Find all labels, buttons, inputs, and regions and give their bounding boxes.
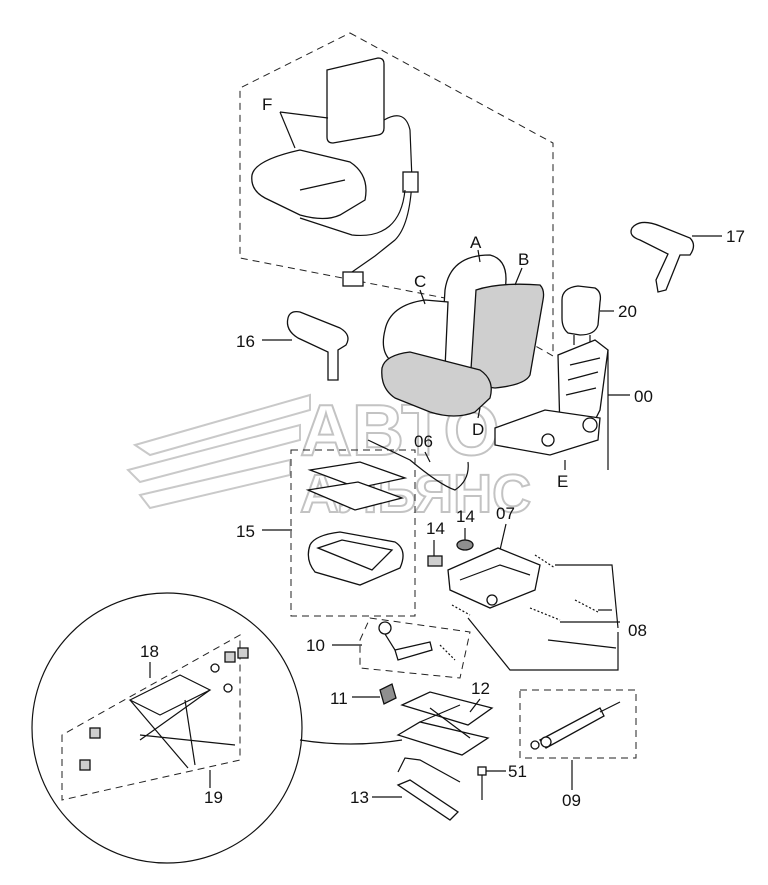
label-E: E — [557, 472, 568, 491]
label-A: A — [470, 233, 482, 252]
label-06: 06 — [414, 432, 433, 451]
armrest-17 — [630, 221, 695, 293]
handle-13 — [396, 757, 461, 821]
label-16: 16 — [236, 332, 255, 351]
label-19: 19 — [204, 788, 223, 807]
label-15: 15 — [236, 522, 255, 541]
label-f-group: F — [262, 95, 329, 149]
shock-09 — [530, 701, 621, 750]
lift-assembly-12 — [379, 683, 494, 756]
detail-circle — [31, 592, 303, 864]
label-14a: 14 — [426, 519, 445, 538]
parts-10 — [378, 621, 456, 661]
group-09-outline — [519, 689, 637, 759]
label-14b: 14 — [456, 507, 475, 526]
label-51: 51 — [508, 762, 527, 781]
armrest-16 — [286, 310, 349, 381]
label-20: 20 — [618, 302, 637, 321]
option-f-seat — [251, 57, 419, 287]
label-17: 17 — [726, 227, 745, 246]
label-07: 07 — [496, 504, 515, 523]
label-12: 12 — [471, 679, 490, 698]
group-15-outline — [290, 449, 416, 617]
label-18: 18 — [140, 642, 159, 661]
detail-pointer — [299, 739, 403, 745]
label-11: 11 — [330, 689, 348, 708]
label-08: 08 — [628, 621, 647, 640]
label-D: D — [472, 420, 484, 439]
main-seat — [381, 254, 545, 417]
detail-scissor — [79, 647, 249, 771]
group-10-outline — [359, 617, 471, 679]
label-09: 09 — [562, 791, 581, 810]
mechanism-07 — [447, 547, 541, 609]
label-10: 10 — [306, 636, 325, 655]
rails-15 — [305, 461, 408, 586]
frame-00 — [494, 339, 609, 456]
cable-06 — [367, 439, 469, 491]
bolt-51 — [477, 766, 487, 800]
label-00: 00 — [634, 387, 653, 406]
label-B: B — [518, 250, 529, 269]
springs-08 — [451, 554, 599, 621]
label-F: F — [262, 95, 272, 114]
headrest-20 — [561, 285, 602, 345]
label-C: C — [414, 272, 426, 291]
label-13: 13 — [350, 788, 369, 807]
